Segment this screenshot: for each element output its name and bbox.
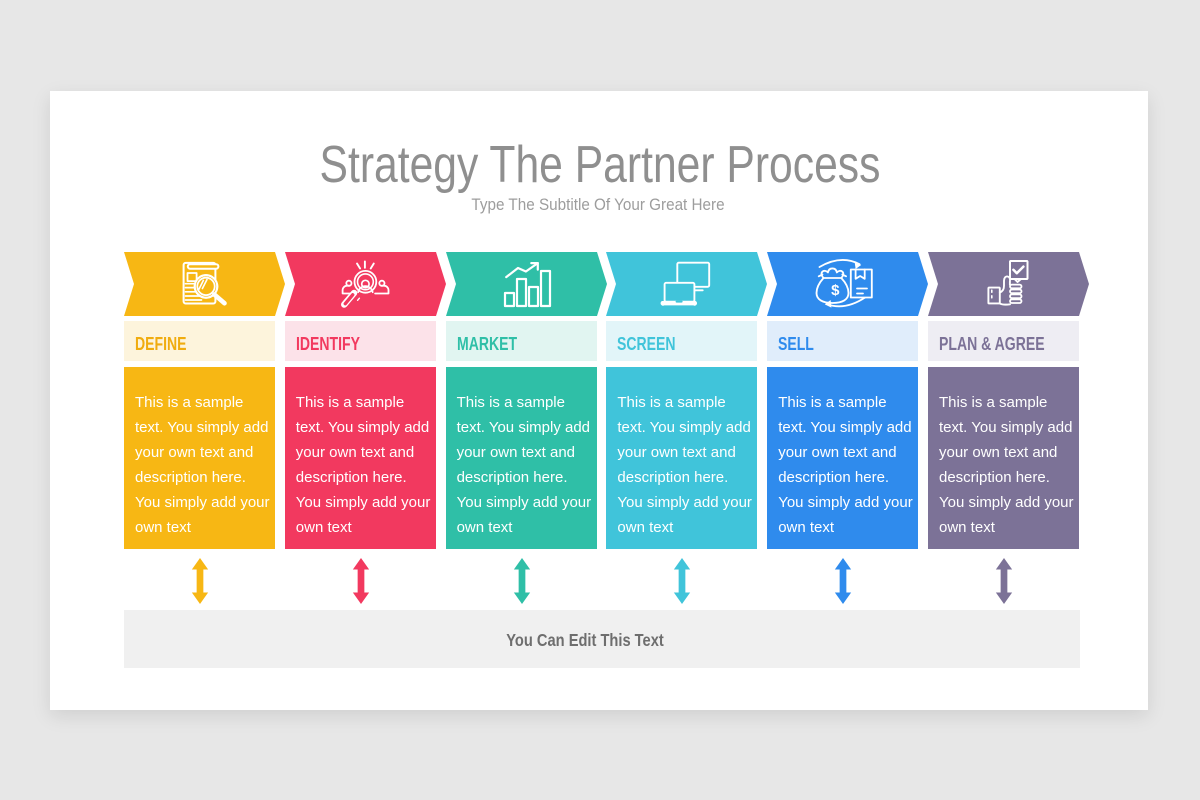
svg-text:$: $ <box>831 282 840 299</box>
